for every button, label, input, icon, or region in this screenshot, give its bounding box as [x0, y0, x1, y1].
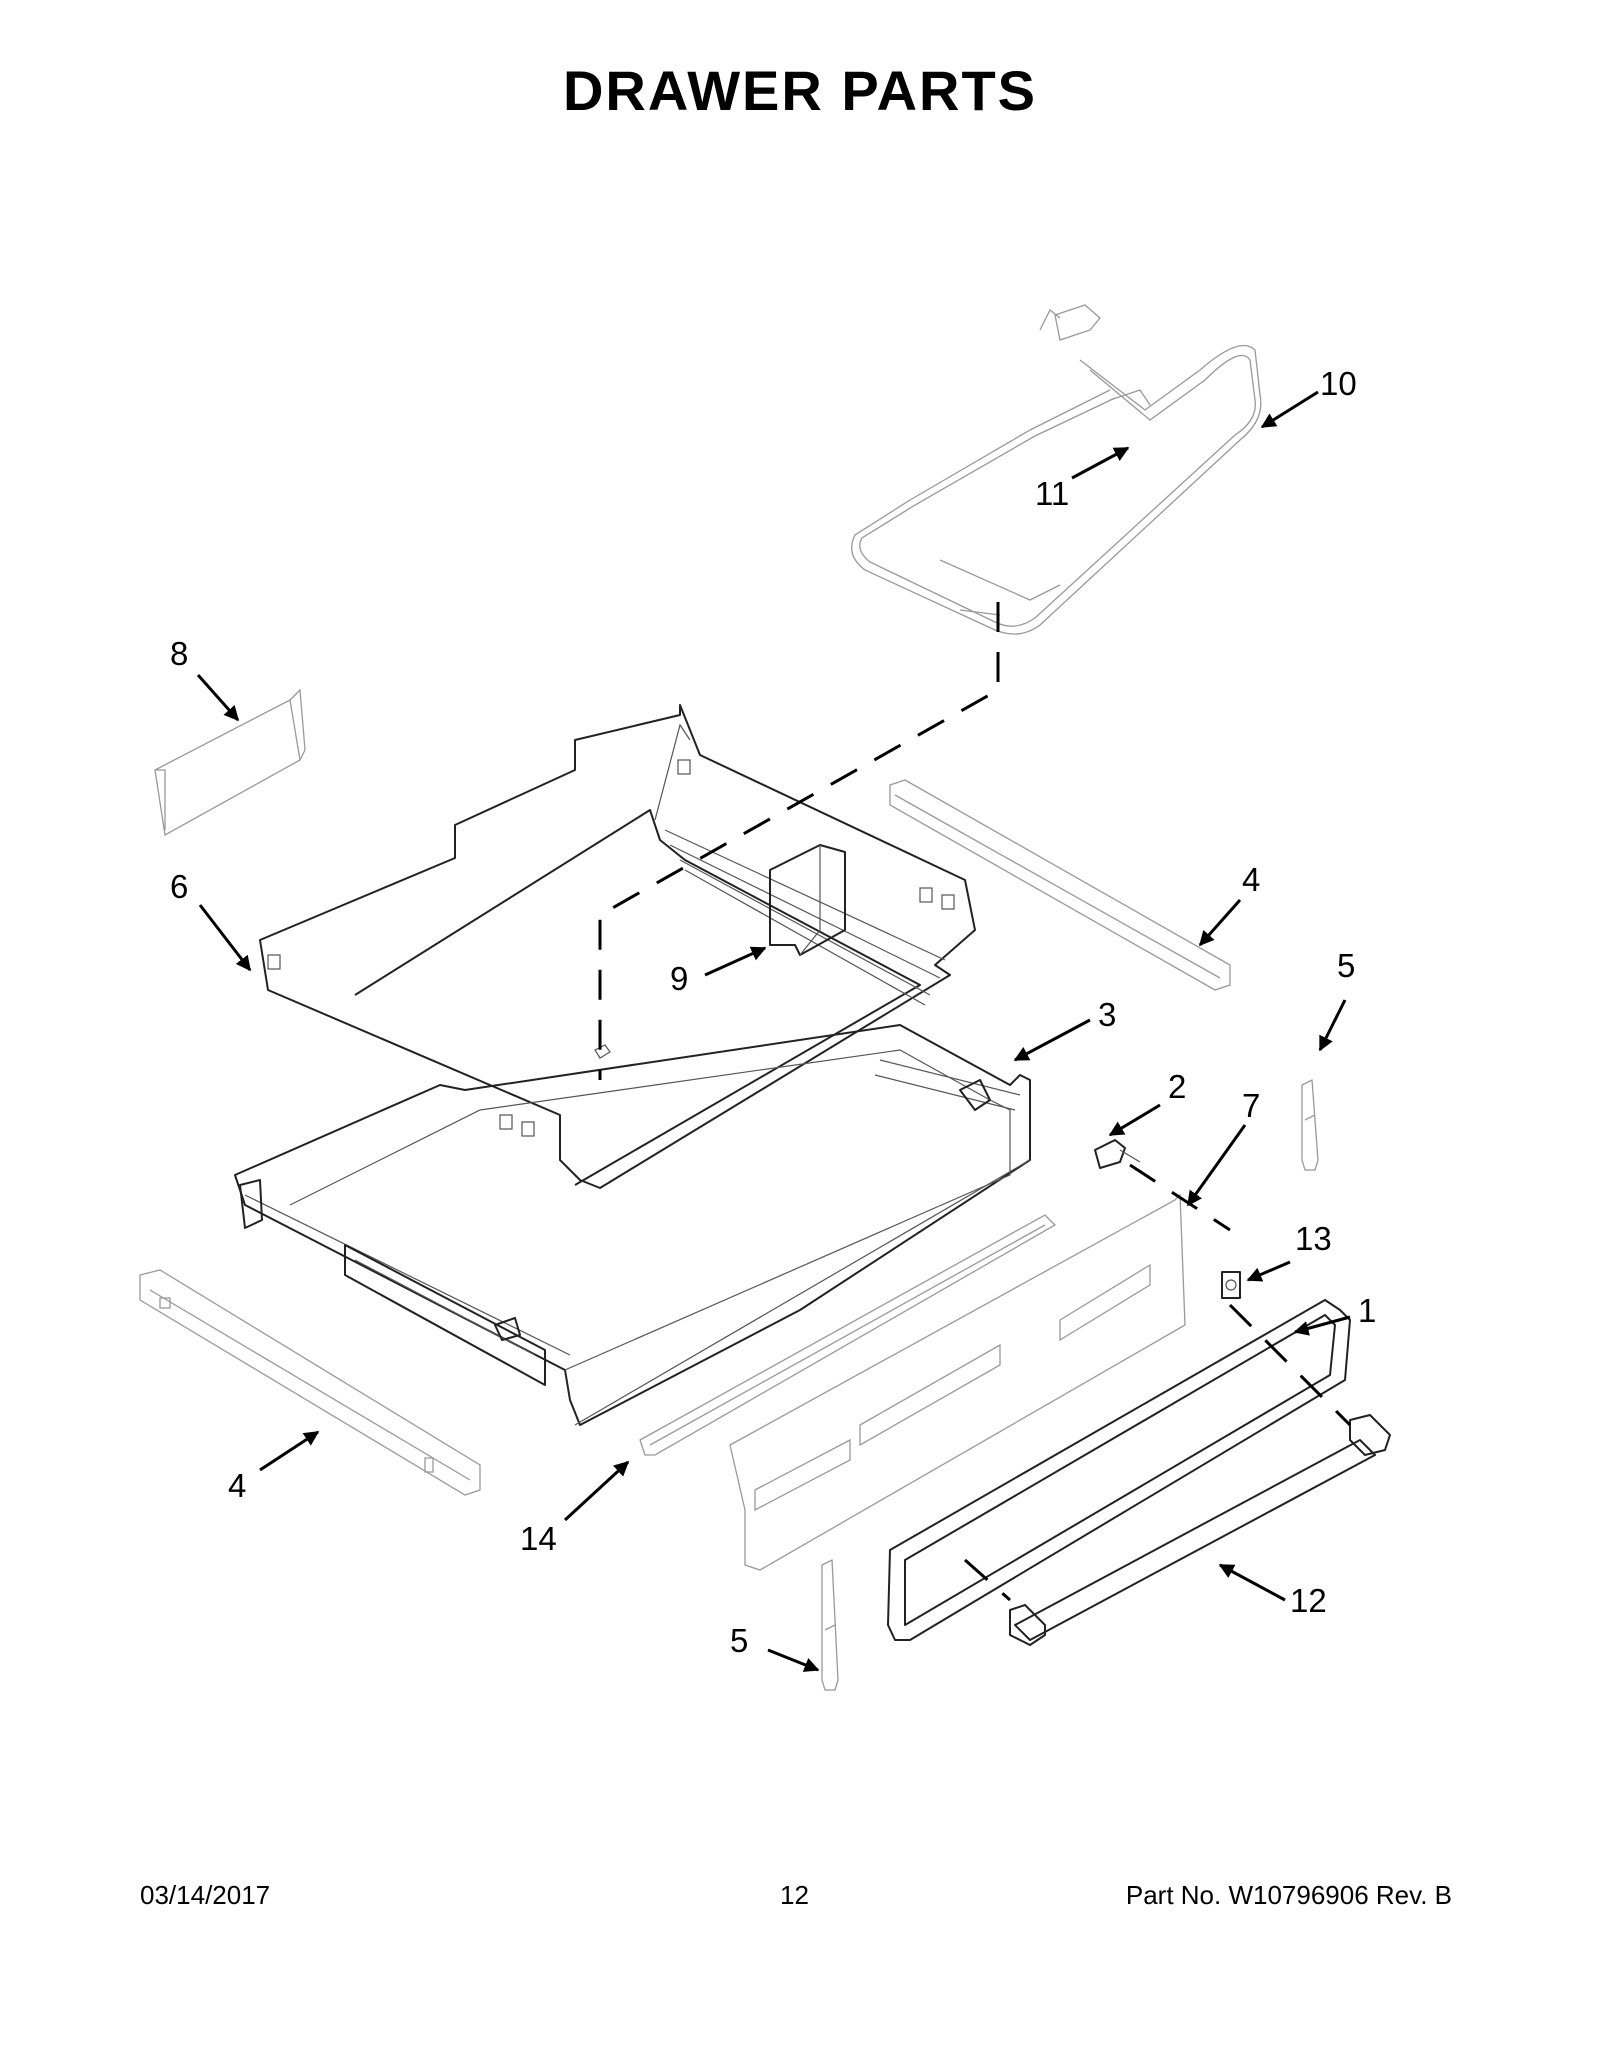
- callout-2: 2: [1168, 1068, 1186, 1105]
- drawer-body-part-3: [234, 1024, 1031, 1426]
- callout-7: 7: [1242, 1087, 1260, 1124]
- callout-9: 9: [670, 960, 688, 997]
- callout-5-lower: 5: [730, 1622, 748, 1659]
- callout-6: 6: [170, 868, 188, 905]
- channel-strip-part-14: [639, 1214, 1057, 1456]
- sensor-bracket-part-9: [769, 844, 846, 956]
- assembly-guide-lines: [598, 602, 1352, 1602]
- callout-10: 10: [1320, 365, 1357, 402]
- callout-1: 1: [1358, 1292, 1376, 1329]
- callout-8: 8: [170, 635, 188, 672]
- inner-panel-part-7: [729, 1193, 1186, 1571]
- screw-part-2: [1094, 1139, 1141, 1169]
- callout-5-upper: 5: [1337, 947, 1355, 984]
- footer-part-number: Part No. W10796906 Rev. B: [1125, 1880, 1452, 1910]
- footer-date: 03/14/2017: [140, 1880, 271, 1910]
- callout-13: 13: [1295, 1220, 1332, 1257]
- callout-14: 14: [520, 1520, 557, 1557]
- callout-4-upper: 4: [1242, 861, 1260, 898]
- bracket-part-8: [154, 688, 306, 837]
- hinge-bracket-part-5-lower: [821, 1558, 839, 1691]
- bake-element-part-10: [851, 304, 1262, 635]
- drawer-front-part-1: [887, 1299, 1351, 1641]
- drawer-liner-part-6: [259, 704, 976, 1189]
- callout-3: 3: [1098, 996, 1116, 1033]
- footer-page-number: 12: [780, 1880, 809, 1910]
- hinge-bracket-part-5-right: [1301, 1078, 1319, 1171]
- slide-rail-part-4-left: [139, 1269, 481, 1496]
- callout-4-lower: 4: [228, 1467, 246, 1504]
- callout-12: 12: [1290, 1582, 1327, 1619]
- page-title: DRAWER PARTS: [562, 59, 1038, 122]
- clip-part-13: [1221, 1271, 1241, 1299]
- callout-11: 11: [1035, 475, 1069, 512]
- callout-arrows: [196, 390, 1351, 1672]
- handle-part-12: [1009, 1414, 1391, 1646]
- slide-rail-part-4-right: [889, 779, 1231, 991]
